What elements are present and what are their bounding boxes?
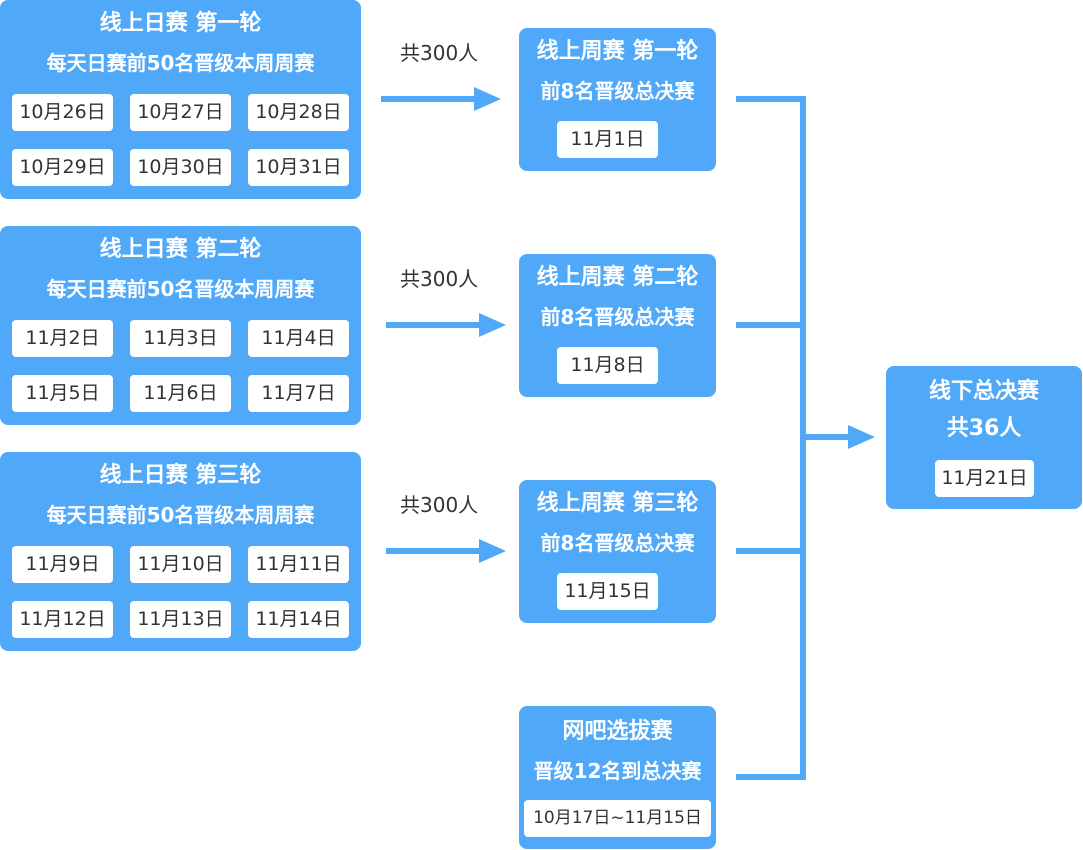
daily-round-2-subtitle: 每天日赛前50名晋级本周周赛 bbox=[46, 277, 315, 301]
daily-round-3-box: 线上日赛 第三轮 每天日赛前50名晋级本周周赛 11月9日 11月10日 11月… bbox=[0, 452, 361, 651]
daily-round-3-title: 线上日赛 第三轮 bbox=[99, 463, 262, 488]
weekly-round-2-box: 线上周赛 第二轮 前8名晋级总决赛 11月8日 bbox=[519, 254, 716, 397]
date-pill: 10月30日 bbox=[130, 149, 231, 186]
daily-round-1-box: 线上日赛 第一轮 每天日赛前50名晋级本周周赛 10月26日 10月27日 10… bbox=[0, 0, 361, 199]
weekly-round-3-subtitle: 前8名晋级总决赛 bbox=[540, 531, 695, 555]
date-pill: 11月10日 bbox=[130, 546, 231, 583]
weekly-round-3-box: 线上周赛 第三轮 前8名晋级总决赛 11月15日 bbox=[519, 480, 716, 623]
date-pill: 11月9日 bbox=[12, 546, 113, 583]
final-box: 线下总决赛 共36人 11月21日 bbox=[886, 366, 1082, 509]
weekly-round-1-subtitle: 前8名晋级总决赛 bbox=[540, 79, 695, 103]
date-pill: 10月28日 bbox=[248, 94, 349, 131]
date-pill: 10月31日 bbox=[248, 149, 349, 186]
date-pill: 11月21日 bbox=[935, 460, 1034, 497]
date-pill: 11月13日 bbox=[130, 601, 231, 638]
date-pill: 11月12日 bbox=[12, 601, 113, 638]
arrow-label-1: 共300人 bbox=[400, 41, 479, 65]
date-pill: 11月3日 bbox=[130, 320, 231, 357]
date-pill: 11月1日 bbox=[557, 121, 658, 158]
daily-round-2-box: 线上日赛 第二轮 每天日赛前50名晋级本周周赛 11月2日 11月3日 11月4… bbox=[0, 226, 361, 425]
arrow-daily-3-to-weekly-3 bbox=[386, 539, 506, 563]
date-pill: 11月6日 bbox=[130, 375, 231, 412]
date-pill: 10月27日 bbox=[130, 94, 231, 131]
date-pill: 11月8日 bbox=[557, 347, 658, 384]
final-subtitle: 共36人 bbox=[946, 416, 1022, 441]
cafe-round-box: 网吧选拔赛 晋级12名到总决赛 10月17日~11月15日 bbox=[519, 706, 716, 849]
weekly-round-3-title: 线上周赛 第三轮 bbox=[536, 491, 699, 516]
date-pill: 11月14日 bbox=[248, 601, 349, 638]
date-pill: 11月15日 bbox=[557, 573, 658, 610]
daily-round-2-title: 线上日赛 第二轮 bbox=[99, 237, 262, 262]
cafe-round-title: 网吧选拔赛 bbox=[562, 719, 673, 744]
date-pill: 11月2日 bbox=[12, 320, 113, 357]
daily-round-1-subtitle: 每天日赛前50名晋级本周周赛 bbox=[46, 51, 315, 75]
date-pill: 11月5日 bbox=[12, 375, 113, 412]
arrow-label-2: 共300人 bbox=[400, 267, 479, 291]
weekly-round-2-subtitle: 前8名晋级总决赛 bbox=[540, 305, 695, 329]
date-pill: 10月17日~11月15日 bbox=[524, 800, 711, 837]
date-pill: 10月26日 bbox=[12, 94, 113, 131]
arrow-daily-2-to-weekly-2 bbox=[386, 313, 506, 337]
weekly-round-1-box: 线上周赛 第一轮 前8名晋级总决赛 11月1日 bbox=[519, 28, 716, 171]
bracket-to-final bbox=[736, 96, 875, 780]
weekly-round-1-title: 线上周赛 第一轮 bbox=[536, 39, 699, 64]
date-pill: 11月7日 bbox=[248, 375, 349, 412]
cafe-round-subtitle: 晋级12名到总决赛 bbox=[533, 759, 702, 783]
daily-round-1-title: 线上日赛 第一轮 bbox=[99, 11, 262, 36]
final-title: 线下总决赛 bbox=[928, 379, 1039, 404]
arrow-label-3: 共300人 bbox=[400, 493, 479, 517]
daily-round-3-subtitle: 每天日赛前50名晋级本周周赛 bbox=[46, 503, 315, 527]
date-pill: 11月11日 bbox=[248, 546, 349, 583]
date-pill: 10月29日 bbox=[12, 149, 113, 186]
date-pill: 11月4日 bbox=[248, 320, 349, 357]
arrow-daily-1-to-weekly-1 bbox=[381, 87, 501, 111]
weekly-round-2-title: 线上周赛 第二轮 bbox=[536, 265, 699, 290]
